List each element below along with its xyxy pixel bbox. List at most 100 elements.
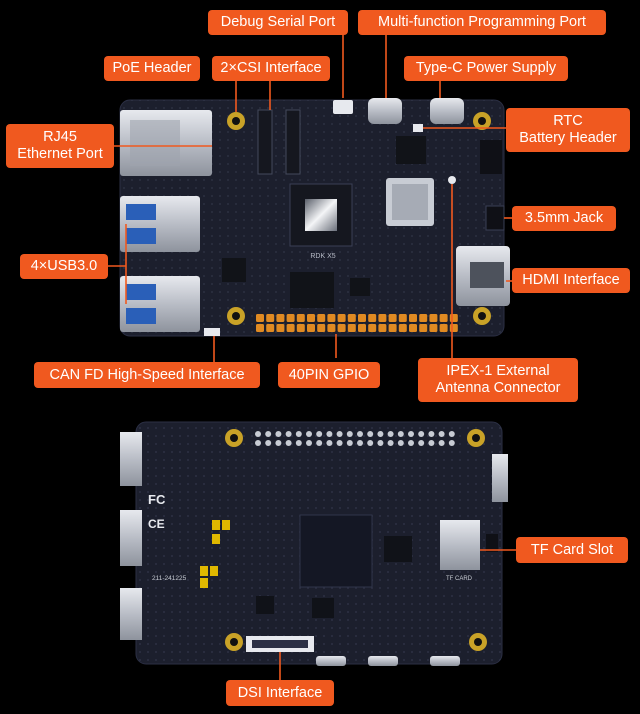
gpio-pin: [276, 324, 285, 332]
top-board: RDK X5: [119, 98, 510, 337]
solder-pad: [306, 440, 312, 446]
label-rtc-line2: Battery Header: [519, 130, 617, 146]
solder-pad: [357, 431, 363, 437]
multi-prog-usb-c: [368, 98, 402, 124]
gpio-pin: [347, 314, 356, 322]
solder-pad: [265, 431, 272, 437]
solder-pad: [275, 440, 282, 446]
ipex-connector: [448, 176, 456, 184]
label-poe-header: PoE Header: [104, 56, 200, 81]
solder-pad: [448, 440, 455, 446]
gpio-pin: [439, 314, 448, 322]
solder-pad: [316, 440, 323, 446]
leader-lines: [108, 34, 516, 680]
solder-pad: [397, 440, 404, 446]
label-rtc-line1: RTC: [553, 113, 583, 129]
label-ipex-antenna: IPEX-1 External Antenna Connector: [418, 358, 578, 402]
solder-pad: [316, 431, 323, 437]
label-40pin-gpio: 40PIN GPIO: [278, 362, 380, 388]
solder-pad: [336, 431, 343, 437]
gpio-pin: [347, 324, 356, 332]
csi-connector-1: [257, 109, 273, 175]
solder-pad: [387, 440, 394, 446]
canfd-connector: [204, 328, 220, 336]
solder-pad: [326, 431, 333, 437]
label-rtc-battery-header: RTC Battery Header: [506, 108, 630, 152]
solder-pad: [418, 440, 425, 446]
gpio-pin: [327, 324, 336, 332]
rtc-connector: [413, 124, 423, 132]
gpio-pin: [409, 314, 417, 322]
solder-pad: [306, 431, 312, 437]
label-dsi-interface: DSI Interface: [226, 680, 334, 706]
gpio-pin: [368, 324, 377, 332]
label-hdmi-interface: HDMI Interface: [512, 268, 630, 293]
side-usb-1: [120, 432, 142, 486]
gpio-pin: [276, 314, 285, 322]
debug-serial-connector: [333, 100, 353, 114]
memory-chip: [290, 272, 334, 308]
gpio-pin: [429, 314, 438, 322]
gpio-pin: [378, 324, 387, 332]
solder-pad: [418, 431, 425, 437]
solder-pad: [346, 431, 353, 437]
gpio-pin: [337, 324, 346, 332]
gpio-pin: [307, 324, 315, 332]
gpio-pin: [296, 314, 305, 322]
power-usb-c: [430, 98, 464, 124]
label-csi-interface: 2×CSI Interface: [212, 56, 330, 81]
gpio-pin: [388, 314, 397, 322]
gpio-pin: [266, 314, 275, 322]
gpio-pin: [378, 314, 387, 322]
cert-number: 211-241225: [152, 575, 187, 582]
solder-pad: [408, 440, 414, 446]
side-switch: [480, 140, 502, 174]
gpio-pin: [419, 324, 428, 332]
gpio-pin: [388, 324, 397, 332]
gpio-header: [256, 314, 458, 332]
gpio-pin: [449, 314, 458, 322]
label-usb3: 4×USB3.0: [20, 254, 108, 279]
audio-jack: [485, 205, 505, 231]
solder-pad: [346, 440, 353, 446]
solder-pad: [408, 431, 414, 437]
solder-pad: [397, 431, 404, 437]
solder-pad: [357, 440, 363, 446]
gpio-pin: [296, 324, 305, 332]
gpio-pin: [419, 314, 428, 322]
label-rj45-line2: Ethernet Port: [17, 146, 103, 162]
gpio-pin: [398, 324, 407, 332]
gpio-pin: [358, 324, 366, 332]
gpio-pin: [286, 314, 295, 322]
solder-pad: [367, 440, 374, 446]
label-can-fd-interface: CAN FD High-Speed Interface: [34, 362, 260, 388]
label-ipex-line2: Antenna Connector: [435, 380, 561, 396]
label-rj45-line1: RJ45: [43, 129, 77, 145]
soc-die: [305, 199, 337, 231]
solder-pad: [295, 440, 302, 446]
solder-pad: [326, 440, 333, 446]
gpio-pin: [266, 324, 275, 332]
fc-mark: FC: [148, 492, 166, 507]
label-tf-card-slot: TF Card Slot: [516, 537, 628, 563]
gpio-pin: [368, 314, 377, 322]
csi-connector-2: [285, 109, 301, 175]
solder-pad: [285, 431, 292, 437]
solder-pad: [285, 440, 292, 446]
label-multi-function-programming-port: Multi-function Programming Port: [358, 10, 606, 35]
gpio-pin: [327, 314, 336, 322]
gpio-pin: [449, 324, 458, 332]
solder-pad: [295, 431, 302, 437]
gpio-pin: [317, 324, 326, 332]
gpio-solder-pads: [255, 431, 455, 446]
gpio-pin: [358, 314, 366, 322]
gpio-pin: [429, 324, 438, 332]
label-ipex-line1: IPEX-1 External: [446, 363, 550, 379]
board-model-text: RDK X5: [310, 253, 335, 260]
solder-pad: [265, 440, 272, 446]
gpio-pin: [317, 314, 326, 322]
side-rj45: [120, 588, 142, 640]
side-hdmi: [492, 454, 508, 502]
solder-pad: [428, 431, 435, 437]
